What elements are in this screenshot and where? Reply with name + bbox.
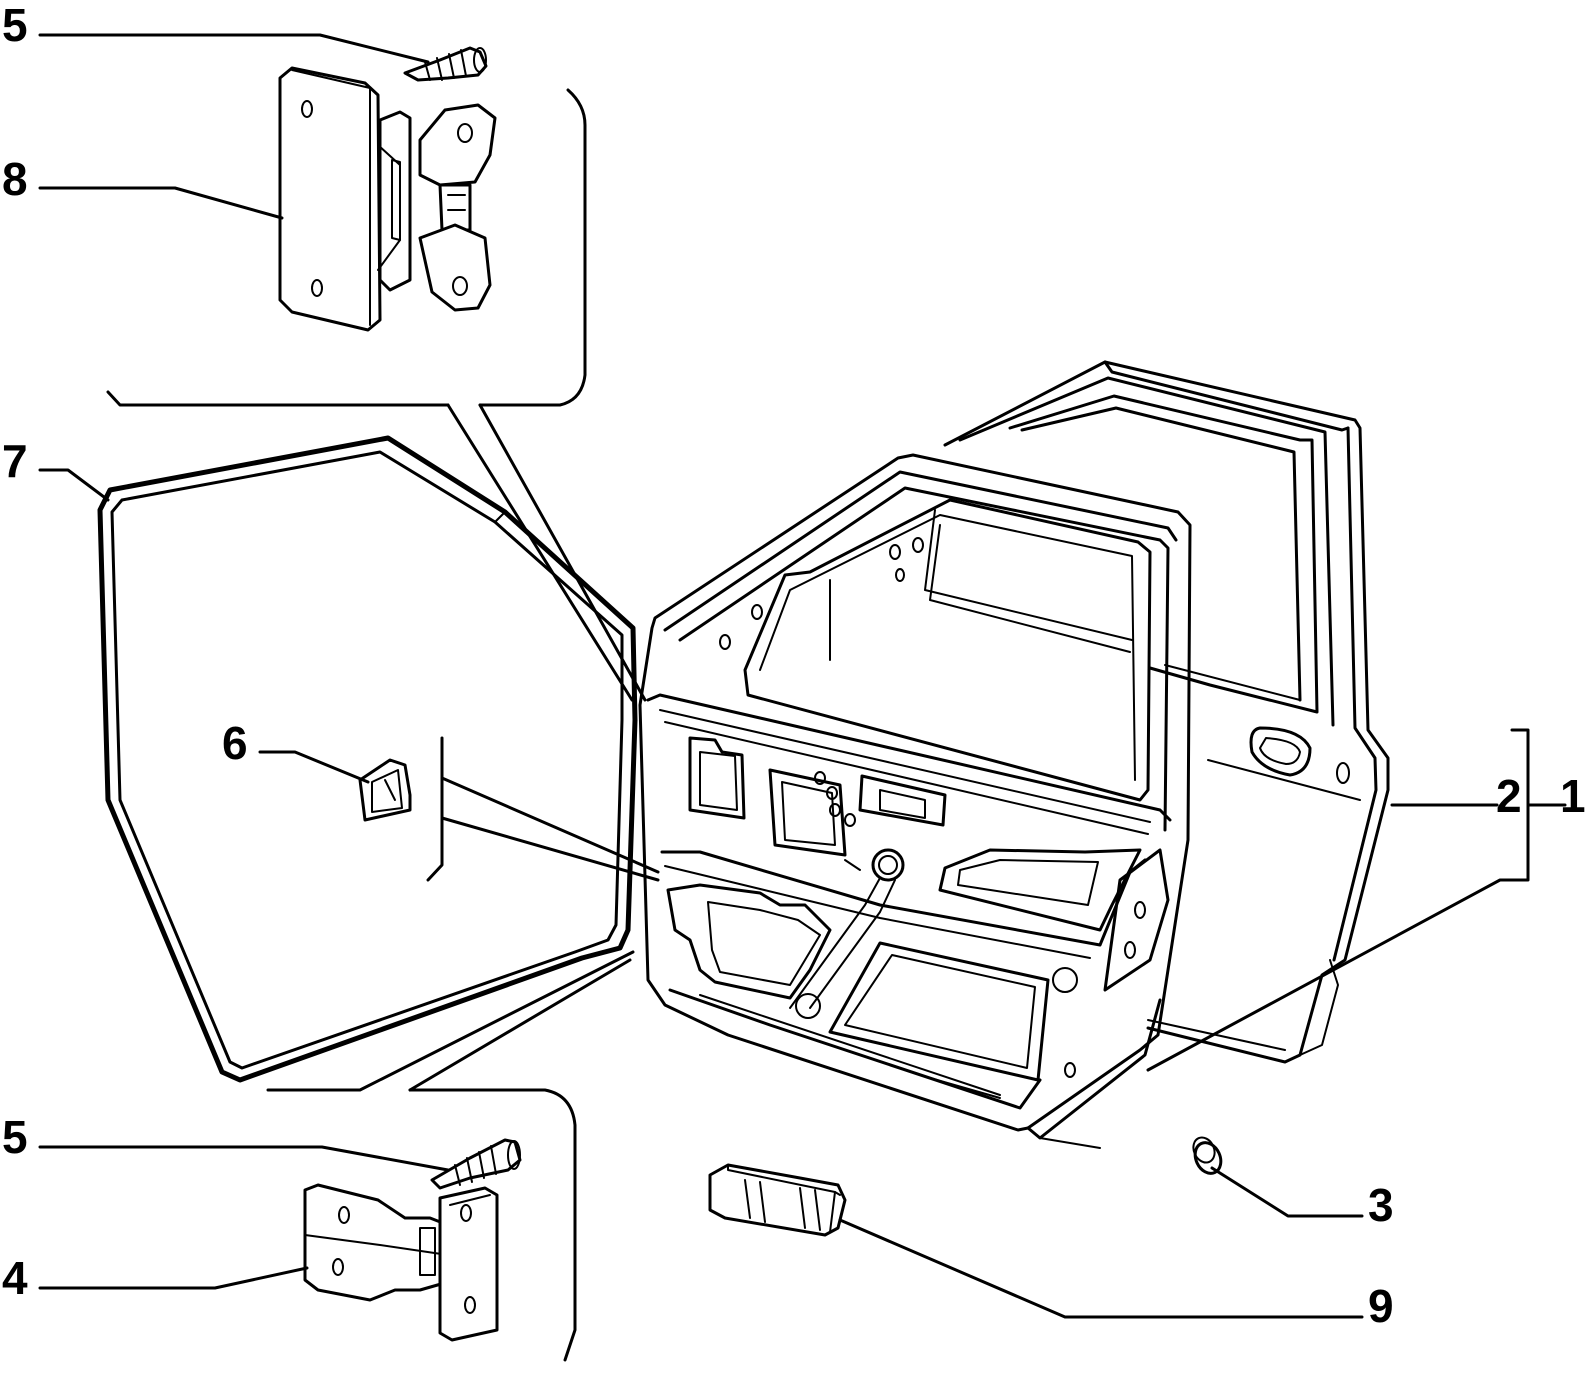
- callout-9: 9: [1368, 1280, 1394, 1332]
- hinge-pin-lower: [430, 1138, 522, 1190]
- callout-2: 2: [1496, 770, 1522, 822]
- lower-hinge: [303, 1183, 499, 1342]
- callout-4: 4: [2, 1252, 28, 1304]
- leader-6: [258, 750, 370, 784]
- callout-1: 1: [1560, 770, 1585, 822]
- hinge-pin-upper: [403, 46, 488, 82]
- leader-lines: [38, 33, 1567, 1319]
- door-seal: [97, 435, 638, 1083]
- callout-6: 6: [222, 717, 248, 769]
- door-outer-panel: [943, 360, 1390, 1064]
- callout-7: 7: [2, 435, 28, 487]
- leader-5-upper: [38, 33, 430, 64]
- leader-5-lower: [38, 1145, 450, 1172]
- section-bracket: [426, 736, 660, 882]
- callout-3: 3: [1368, 1179, 1394, 1231]
- upper-hinge-frame: [106, 88, 647, 702]
- leader-7: [38, 468, 110, 502]
- callout-5-lower: 5: [2, 1111, 28, 1163]
- callout-5-upper: 5: [2, 0, 28, 51]
- upper-hinge: [278, 66, 497, 332]
- clip-part: [358, 758, 412, 822]
- stopper-block: [708, 1163, 847, 1237]
- leader-4: [38, 1266, 309, 1290]
- leader-1-extension: [1146, 878, 1514, 1072]
- lower-hinge-frame: [266, 950, 635, 1362]
- leader-3: [1210, 1166, 1364, 1218]
- leader-9: [838, 1218, 1364, 1319]
- callout-8: 8: [2, 153, 28, 205]
- door-inner-frame: [638, 453, 1192, 1149]
- plug-grommet: [1192, 1136, 1223, 1175]
- leader-8: [38, 186, 284, 220]
